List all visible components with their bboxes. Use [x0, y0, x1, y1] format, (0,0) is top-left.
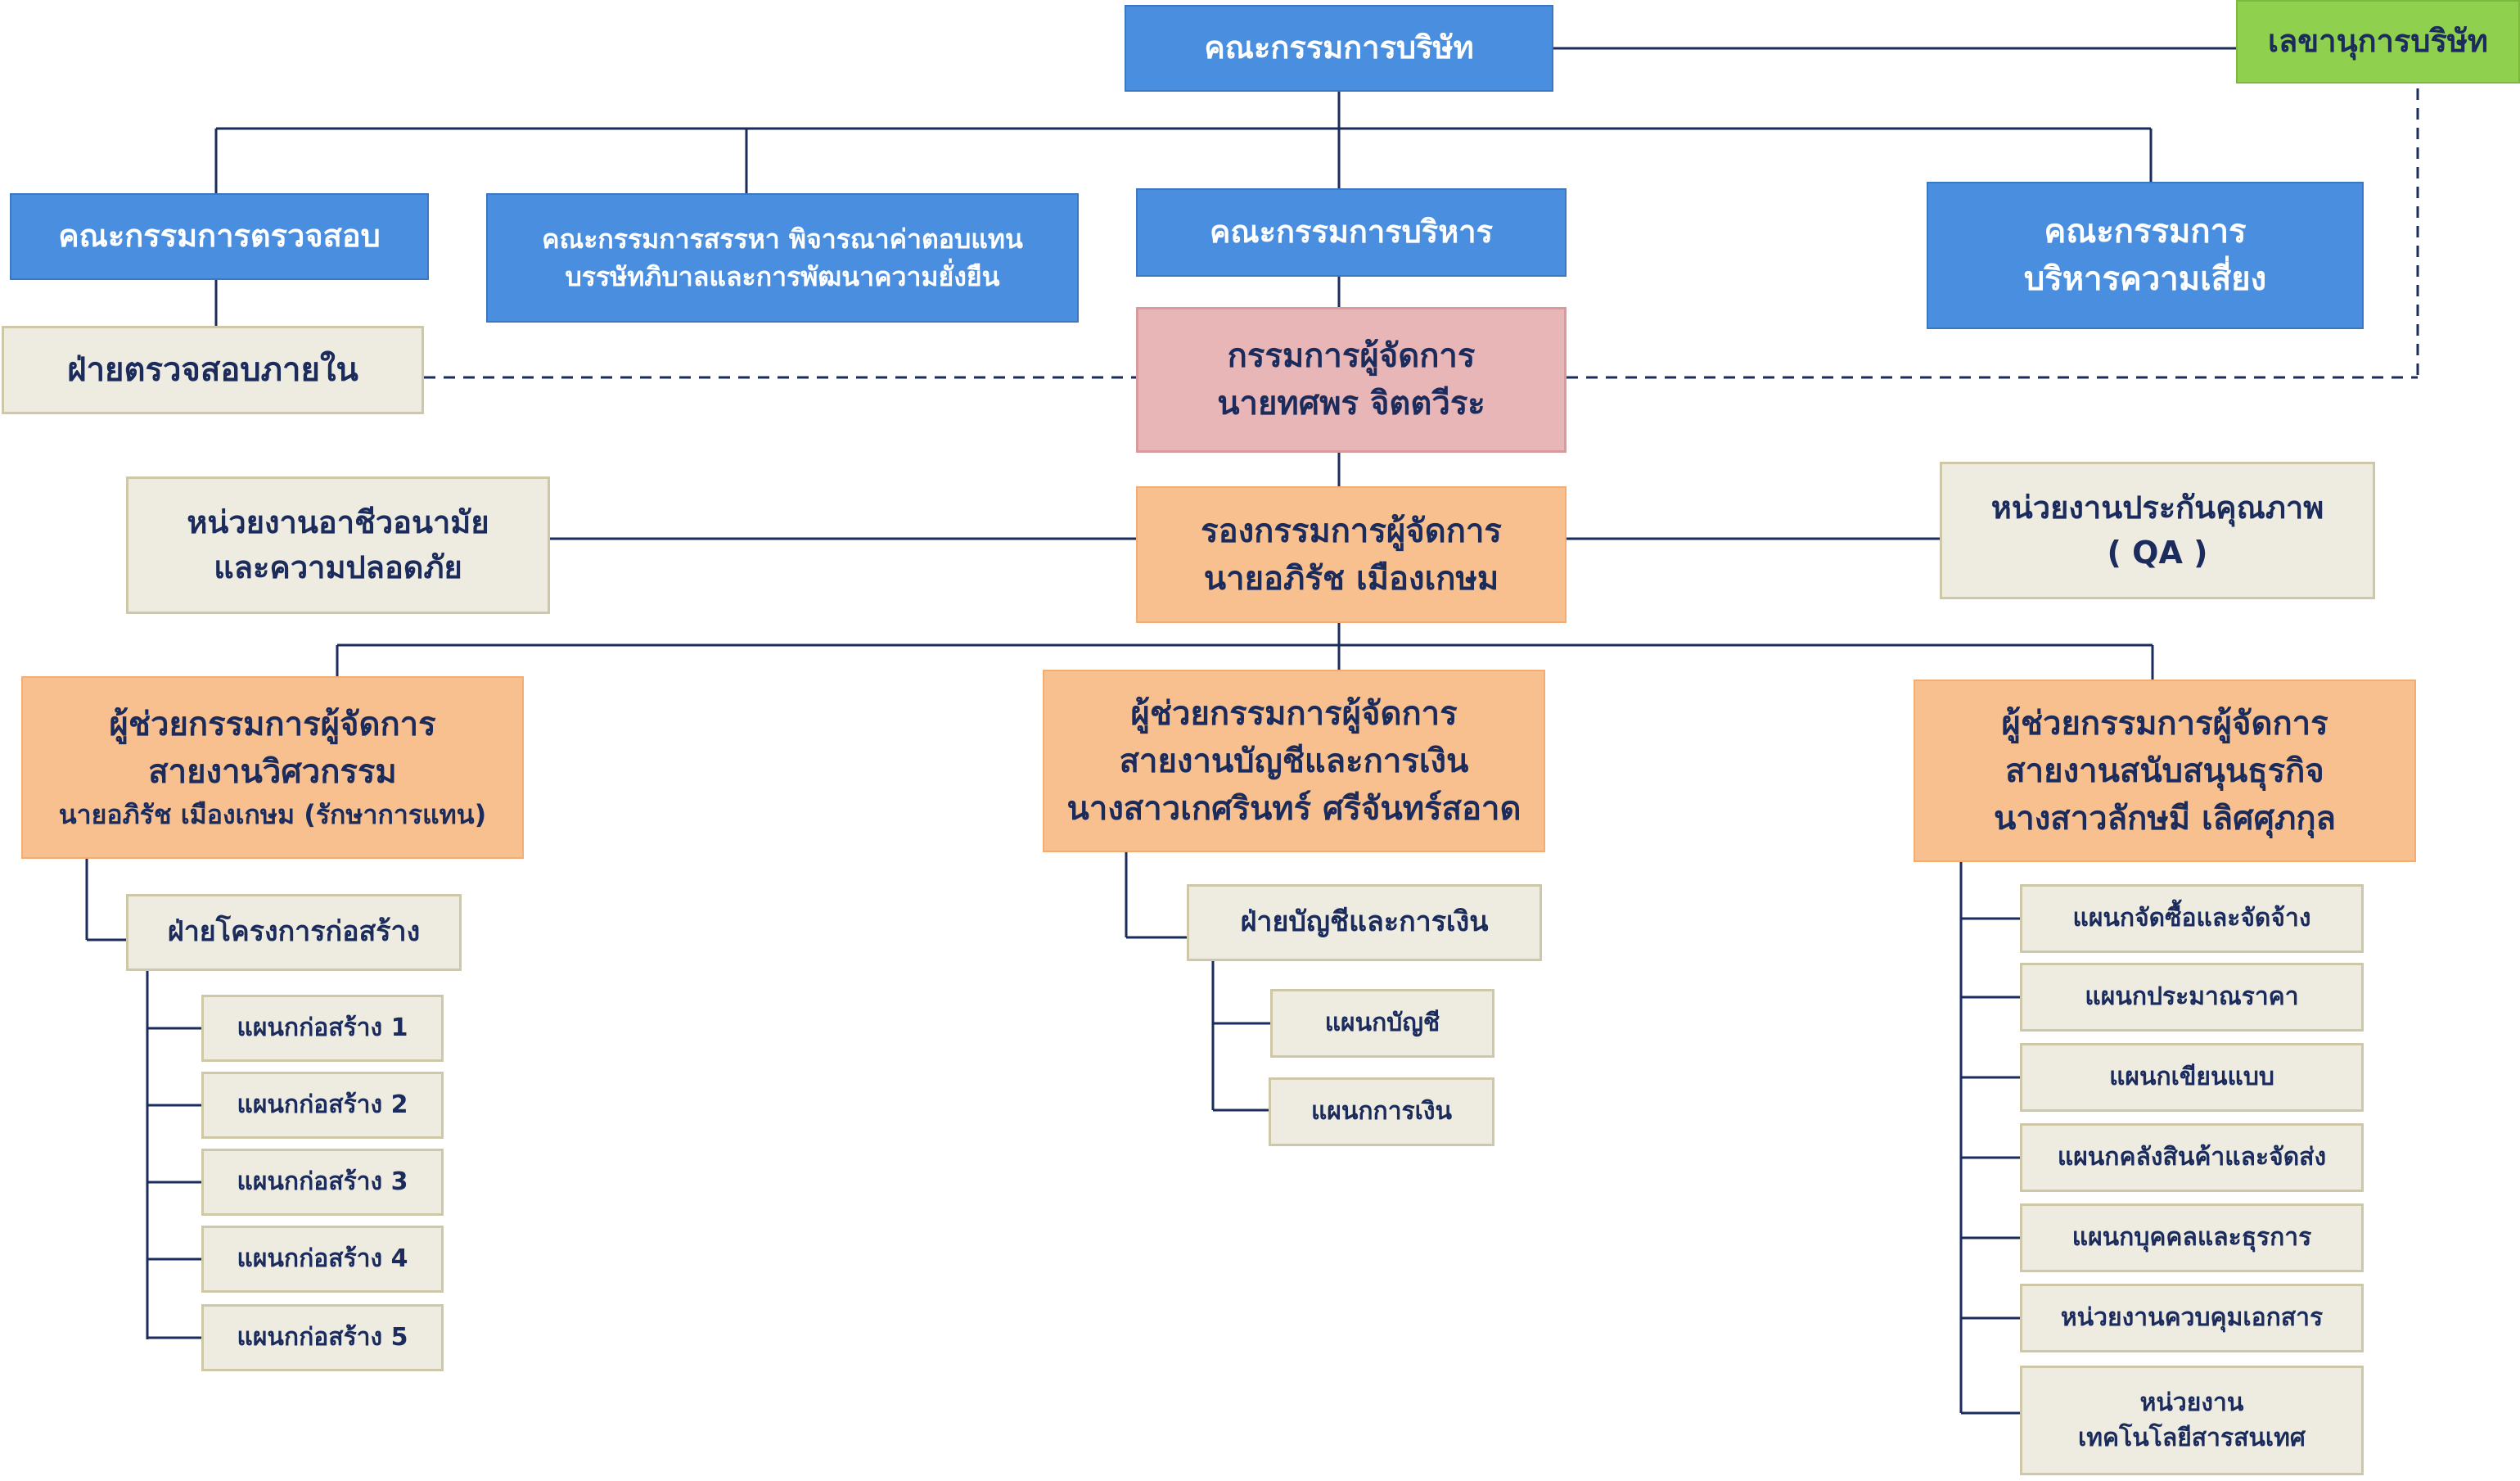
- support-head-name: นางสาวลักษมี เลิศศุภกุล: [1993, 799, 2337, 838]
- executive-committee-node: คณะกรรมการบริหาร: [1136, 188, 1567, 277]
- risk-committee-line2: บริหารความเสี่ยง: [2023, 260, 2267, 298]
- procurement-section: แผนกจัดซื้อและจัดจ้าง: [2020, 884, 2364, 953]
- board-node: คณะกรรมการบริษัท: [1125, 5, 1553, 92]
- finance-line: สายงานบัญชีและการเงิน: [1119, 742, 1469, 780]
- support-title: ผู้ช่วยกรรมการผู้จัดการ: [2001, 704, 2328, 743]
- finance-head-name: นางสาวเกศรินทร์ ศรีจันทร์สอาด: [1066, 789, 1521, 828]
- deputy-md-node: รองกรรมการผู้จัดการ นายอภิรัช เมืองเกษม: [1136, 486, 1567, 623]
- risk-committee-line1: คณะกรรมการ: [2044, 213, 2247, 251]
- internal-audit-node: ฝ่ายตรวจสอบภายใน: [2, 326, 424, 414]
- construction-section-3: แผนกก่อสร้าง 3: [201, 1149, 444, 1216]
- construction-department-label: ฝ่ายโครงการก่อสร้าง: [167, 915, 421, 949]
- deputy-md-name: นายอภิรัช เมืองเกษม: [1203, 559, 1499, 598]
- accounting-section-label: แผนกบัญชี: [1324, 1009, 1440, 1038]
- managing-director-node: กรรมการผู้จัดการ นายทศพร จิตตวีระ: [1136, 307, 1567, 453]
- engineering-title: ผู้ช่วยกรรมการผู้จัดการ: [109, 706, 436, 744]
- executive-committee-label: คณะกรรมการบริหาร: [1209, 214, 1494, 251]
- md-name: นายทศพร จิตตวีระ: [1217, 385, 1485, 422]
- internal-audit-label: ฝ่ายตรวจสอบภายใน: [67, 351, 358, 389]
- construction-section-1-label: แผนกก่อสร้าง 1: [237, 1014, 408, 1043]
- warehouse-section: แผนกคลังสินค้าและจัดส่ง: [2020, 1123, 2364, 1192]
- it-unit-line1: หน่วยงาน: [2139, 1388, 2244, 1417]
- drafting-section: แผนกเขียนแบบ: [2020, 1043, 2364, 1112]
- accounting-finance-department-label: ฝ่ายบัญชีและการเงิน: [1240, 905, 1489, 939]
- deputy-md-title: รองกรรมการผู้จัดการ: [1201, 512, 1502, 550]
- it-unit: หน่วยงาน เทคโนโลยีสารสนเทศ: [2020, 1366, 2364, 1475]
- secretary-label: เลขานุการบริษัท: [2268, 23, 2488, 60]
- finance-section: แผนกการเงิน: [1269, 1077, 1494, 1146]
- risk-committee-node: คณะกรรมการ บริหารความเสี่ยง: [1927, 182, 2364, 329]
- estimating-section-label: แผนกประมาณราคา: [2085, 982, 2299, 1012]
- it-unit-line2: เทคโนโลยีสารสนเทศ: [2078, 1424, 2306, 1452]
- construction-section-4-label: แผนกก่อสร้าง 4: [237, 1244, 408, 1274]
- audit-committee-label: คณะกรรมการตรวจสอบ: [58, 218, 381, 255]
- safety-unit-line1: หน่วยงานอาชีวอนามัย: [187, 503, 489, 540]
- construction-section-5-label: แผนกก่อสร้าง 5: [237, 1323, 408, 1352]
- md-title: กรรมการผู้จัดการ: [1227, 337, 1476, 375]
- drafting-section-label: แผนกเขียนแบบ: [2109, 1063, 2274, 1092]
- hr-admin-section: แผนกบุคคลและธุรการ: [2020, 1203, 2364, 1272]
- construction-department-node: ฝ่ายโครงการก่อสร้าง: [126, 894, 462, 971]
- construction-section-2-label: แผนกก่อสร้าง 2: [237, 1090, 408, 1120]
- nomination-committee-line2: บรรษัทภิบาลและการพัฒนาความยั่งยืน: [565, 261, 1000, 292]
- construction-section-3-label: แผนกก่อสร้าง 3: [237, 1167, 408, 1197]
- construction-section-4: แผนกก่อสร้าง 4: [201, 1226, 444, 1293]
- accounting-section: แผนกบัญชี: [1270, 989, 1494, 1058]
- engineering-head-name: นายอภิรัช เมืองเกษม (รักษาการแทน): [58, 799, 487, 831]
- engineering-division-node: ผู้ช่วยกรรมการผู้จัดการ สายงานวิศวกรรม น…: [21, 676, 524, 859]
- nomination-committee-node: คณะกรรมการสรรหา พิจารณาค่าตอบแทน บรรษัทภ…: [486, 193, 1079, 323]
- safety-unit-line2: และความปลอดภัย: [214, 549, 462, 585]
- engineering-line: สายงานวิศวกรรม: [148, 753, 397, 792]
- estimating-section: แผนกประมาณราคา: [2020, 963, 2364, 1032]
- qa-unit-node: หน่วยงานประกันคุณภาพ ( QA ): [1940, 462, 2375, 599]
- finance-section-label: แผนกการเงิน: [1310, 1097, 1453, 1127]
- document-control-unit-label: หน่วยงานควบคุมเอกสาร: [2060, 1303, 2324, 1333]
- secretary-node: เลขานุการบริษัท: [2236, 0, 2520, 84]
- hr-admin-section-label: แผนกบุคคลและธุรการ: [2071, 1223, 2312, 1253]
- audit-committee-node: คณะกรรมการตรวจสอบ: [10, 193, 429, 280]
- construction-section-1: แผนกก่อสร้าง 1: [201, 995, 444, 1062]
- qa-unit-line1: หน่วยงานประกันคุณภาพ: [1990, 489, 2324, 526]
- warehouse-section-label: แผนกคลังสินค้าและจัดส่ง: [2057, 1143, 2327, 1172]
- finance-division-node: ผู้ช่วยกรรมการผู้จัดการ สายงานบัญชีและกา…: [1043, 670, 1545, 852]
- document-control-unit: หน่วยงานควบคุมเอกสาร: [2020, 1284, 2364, 1352]
- construction-section-2: แผนกก่อสร้าง 2: [201, 1072, 444, 1139]
- accounting-finance-department-node: ฝ่ายบัญชีและการเงิน: [1187, 884, 1542, 961]
- qa-unit-line2: ( QA ): [2107, 535, 2208, 571]
- support-division-node: ผู้ช่วยกรรมการผู้จัดการ สายงานสนับสนุนธุ…: [1914, 680, 2416, 862]
- board-label: คณะกรรมการบริษัท: [1204, 29, 1474, 66]
- support-line: สายงานสนับสนุนธุรกิจ: [2005, 752, 2324, 790]
- finance-title: ผู้ช่วยกรรมการผู้จัดการ: [1130, 694, 1458, 733]
- safety-unit-node: หน่วยงานอาชีวอนามัย และความปลอดภัย: [126, 476, 550, 614]
- procurement-section-label: แผนกจัดซื้อและจัดจ้าง: [2072, 904, 2311, 933]
- construction-section-5: แผนกก่อสร้าง 5: [201, 1304, 444, 1371]
- nomination-committee-line1: คณะกรรมการสรรหา พิจารณาค่าตอบแทน: [542, 223, 1023, 255]
